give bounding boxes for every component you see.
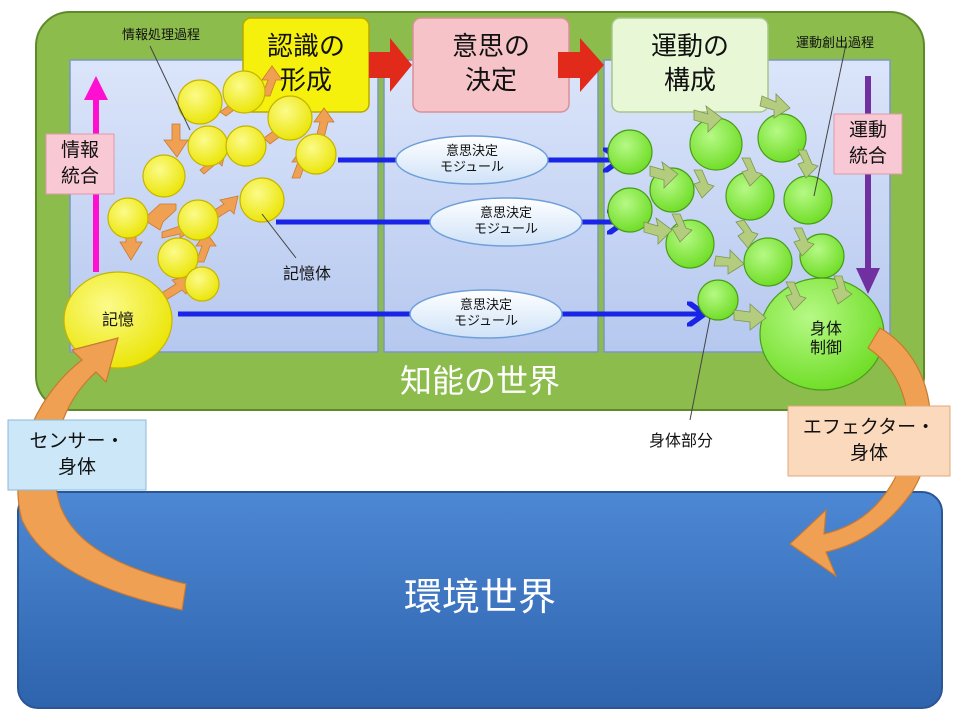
motion-integration-box — [833, 113, 903, 175]
memory-label: 記憶 — [101, 310, 134, 330]
decision-header: 意思の 決定 — [451, 32, 530, 96]
body-control-label: 身体 制御 — [809, 318, 842, 357]
decision-module-label-1: 意思決定 モジュール — [439, 144, 505, 175]
body-part-label: 身体部分 — [648, 431, 713, 451]
environment-world-block — [17, 491, 943, 709]
sensor-body-label: センサー・ 身体 — [29, 430, 125, 478]
motion-flow-arrows — [643, 93, 853, 331]
leader-lines — [149, 43, 847, 421]
memory-body-label: 記憶体 — [282, 264, 331, 284]
intelligence-world-label: 知能の世界 — [399, 361, 560, 400]
recognition-header: 認識の 形成 — [266, 32, 345, 96]
motion-process-label: 運動創出過程 — [795, 36, 874, 52]
red-arrow-1 — [369, 38, 412, 92]
effector-body-label: エフェクター・ 身体 — [802, 416, 936, 464]
info-integration-label: 情報 統合 — [60, 139, 99, 187]
info-integration-arrowhead — [84, 76, 108, 100]
sensor-body-box — [7, 419, 147, 491]
decision-module-label-3: 意思決定 モジュール — [453, 298, 519, 329]
red-arrow-2 — [558, 38, 604, 92]
decision-module-pill-3 — [409, 289, 563, 339]
effector-body-box — [787, 405, 951, 477]
memory-node — [63, 271, 173, 369]
motion-integration-arrowhead — [856, 268, 880, 294]
motion-header: 運動の 構成 — [650, 32, 729, 96]
motion-header-box — [611, 17, 769, 113]
motion-integration-label: 運動 統合 — [848, 119, 887, 167]
info-process-label: 情報処理過程 — [121, 28, 200, 44]
sensor-curve-arrow — [17, 337, 187, 611]
yellow-nodes — [63, 70, 337, 369]
decision-module-label-2: 意思決定 モジュール — [473, 206, 539, 237]
decision-module-pill-1 — [395, 135, 549, 185]
info-integration-box — [45, 133, 115, 195]
environment-world-label: 環境世界 — [403, 575, 556, 620]
decision-module-pill-2 — [429, 197, 583, 247]
